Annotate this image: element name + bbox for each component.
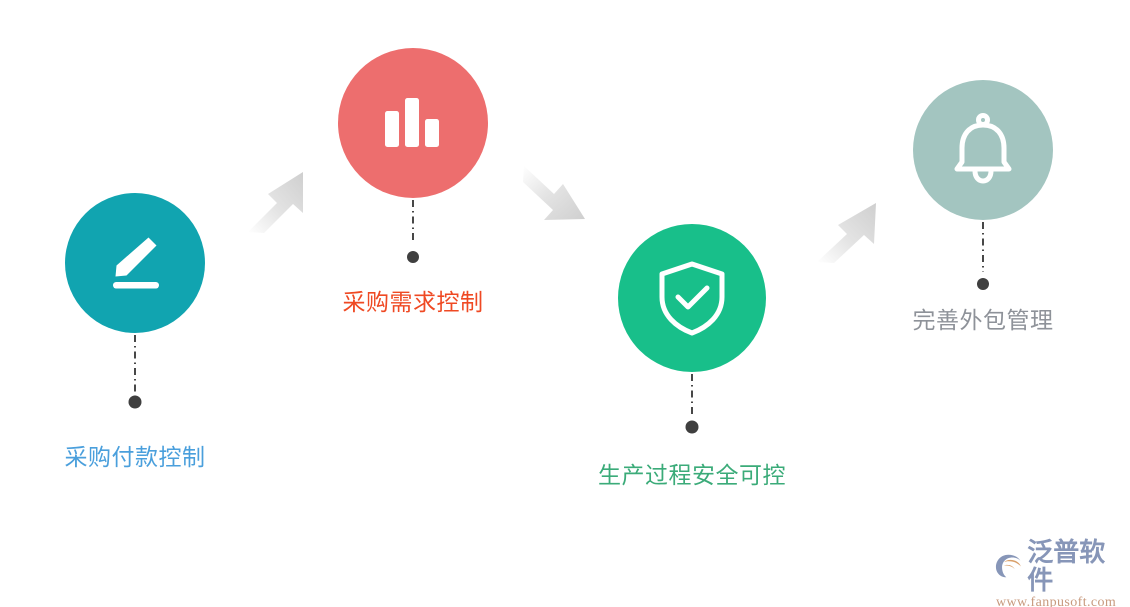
arrow-2-down-right	[523, 166, 585, 220]
pencil-edit-icon	[113, 237, 159, 289]
watermark-logo: 泛普软件 www.fanpusoft.com	[995, 538, 1125, 607]
fanpu-swoosh-logo-icon	[995, 554, 1021, 577]
node-label-production-safety-control: 生产过程安全可控	[598, 462, 786, 488]
node-label-purchase-demand-control: 采购需求控制	[342, 289, 484, 315]
watermark-brand-row: 泛普软件	[995, 538, 1125, 594]
connector-node-2	[407, 200, 419, 263]
node-label-outsourcing-management: 完善外包管理	[912, 307, 1054, 333]
node-circle-purchase-demand-control[interactable]	[338, 48, 488, 198]
shield-check-icon	[659, 261, 725, 336]
watermark-brand-text: 泛普软件	[1027, 536, 1106, 595]
connector-node-3	[685, 374, 699, 434]
arrow-3-up-right	[817, 203, 876, 263]
watermark-url-text: www.fanpusoft.com	[996, 594, 1117, 607]
arrow-1-up-right	[248, 172, 303, 233]
node-circle-production-safety-control[interactable]	[618, 224, 766, 372]
connector-node-4	[977, 222, 989, 290]
bar-chart-icon	[385, 98, 439, 147]
connector-node-1	[128, 335, 142, 409]
node-label-purchase-payment-control: 采购付款控制	[64, 444, 206, 470]
node-circle-purchase-payment-control[interactable]	[65, 193, 205, 333]
bell-icon	[954, 113, 1012, 184]
node-circle-outsourcing-management[interactable]	[913, 80, 1053, 220]
